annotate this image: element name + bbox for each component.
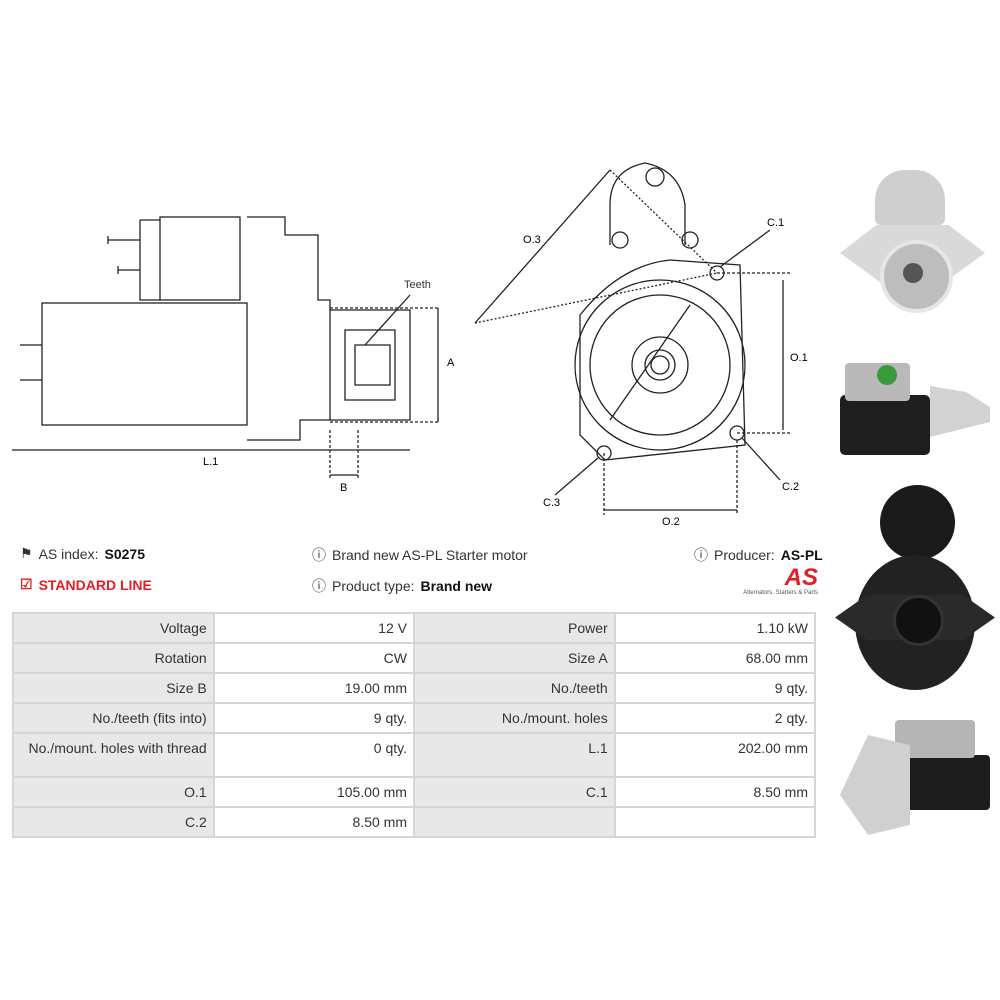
producer-label: Producer: (714, 547, 775, 563)
spec-value: 9 qty. (613, 672, 817, 704)
spec-value: 9 qty. (212, 702, 415, 734)
product-type: ⓘ Product type: Brand new (312, 576, 492, 596)
tags-icon: ⚑ (20, 545, 33, 561)
spec-label: Size A (412, 642, 616, 674)
standard-line: ☑ STANDARD LINE (20, 576, 152, 593)
spec-label: Voltage (12, 612, 215, 644)
label-c1: C.1 (767, 217, 785, 229)
spec-row: No./teeth (fits into)9 qty.No./mount. ho… (12, 702, 817, 734)
as-index-value: S0275 (104, 545, 145, 562)
label-o1: O.1 (790, 352, 808, 364)
label-o3: O.3 (523, 234, 541, 246)
spec-value: 8.50 mm (613, 776, 817, 808)
spec-label: L.1 (412, 732, 616, 778)
front-view-drawing (474, 162, 790, 515)
label-c2: C.2 (782, 481, 800, 493)
spec-value: CW (212, 642, 415, 674)
spec-label: O.1 (12, 776, 215, 808)
as-pl-logo: AS Alternators, Starters & Parts (726, 564, 818, 597)
producer-value: AS-PL (780, 547, 823, 563)
standard-line-label: STANDARD LINE (38, 576, 152, 593)
description-text: Brand new AS-PL Starter motor (332, 547, 528, 563)
as-index-label: AS index: (38, 545, 99, 562)
spec-value: 12 V (212, 612, 415, 644)
spec-value: 202.00 mm (613, 732, 817, 778)
spec-value: 19.00 mm (212, 672, 415, 704)
label-teeth: Teeth (404, 279, 431, 291)
product-type-value: Brand new (420, 578, 493, 594)
description: ⓘ Brand new AS-PL Starter motor (312, 545, 528, 565)
logo-text: AS (784, 564, 818, 591)
product-photo-angle[interactable] (835, 715, 995, 840)
spec-value: 0 qty. (212, 732, 415, 778)
product-type-label: Product type: (332, 578, 415, 594)
product-photo-side[interactable] (835, 355, 995, 475)
spec-label: No./teeth (fits into) (12, 702, 215, 734)
side-view-drawing (12, 216, 440, 480)
product-photo-rear[interactable] (835, 485, 995, 705)
spec-value: 2 qty. (613, 702, 817, 734)
motor-body (41, 302, 248, 426)
spec-value: 8.50 mm (212, 806, 415, 838)
spec-label: Size B (12, 672, 215, 704)
producer: ⓘ Producer: AS-PL (694, 545, 823, 565)
product-photo-front[interactable] (835, 165, 990, 325)
label-a: A (447, 357, 455, 369)
checkbox-icon: ☑ (20, 576, 33, 592)
as-index: ⚑ AS index: S0275 (20, 545, 145, 562)
spec-label (412, 806, 616, 838)
spec-label: No./mount. holes (412, 702, 616, 734)
spec-label: No./teeth (412, 672, 616, 704)
spec-value (613, 806, 817, 838)
spec-value: 1.10 kW (613, 612, 817, 644)
logo-tagline: Alternators, Starters & Parts (743, 590, 818, 596)
label-o2: O.2 (662, 516, 680, 528)
spec-label: No./mount. holes with thread (12, 732, 215, 778)
spec-value: 68.00 mm (613, 642, 817, 674)
spec-label: C.1 (412, 776, 616, 808)
label-c3: C.3 (543, 497, 561, 509)
spec-label: Rotation (12, 642, 215, 674)
info-icon: ⓘ (694, 547, 708, 563)
label-l1: L.1 (203, 456, 219, 468)
info-icon: ⓘ (312, 578, 326, 594)
spec-value: 105.00 mm (212, 776, 415, 808)
label-b: B (340, 482, 348, 494)
solenoid (159, 216, 241, 301)
spec-label: C.2 (12, 806, 215, 838)
spec-label: Power (412, 612, 616, 644)
info-icon: ⓘ (312, 547, 326, 563)
